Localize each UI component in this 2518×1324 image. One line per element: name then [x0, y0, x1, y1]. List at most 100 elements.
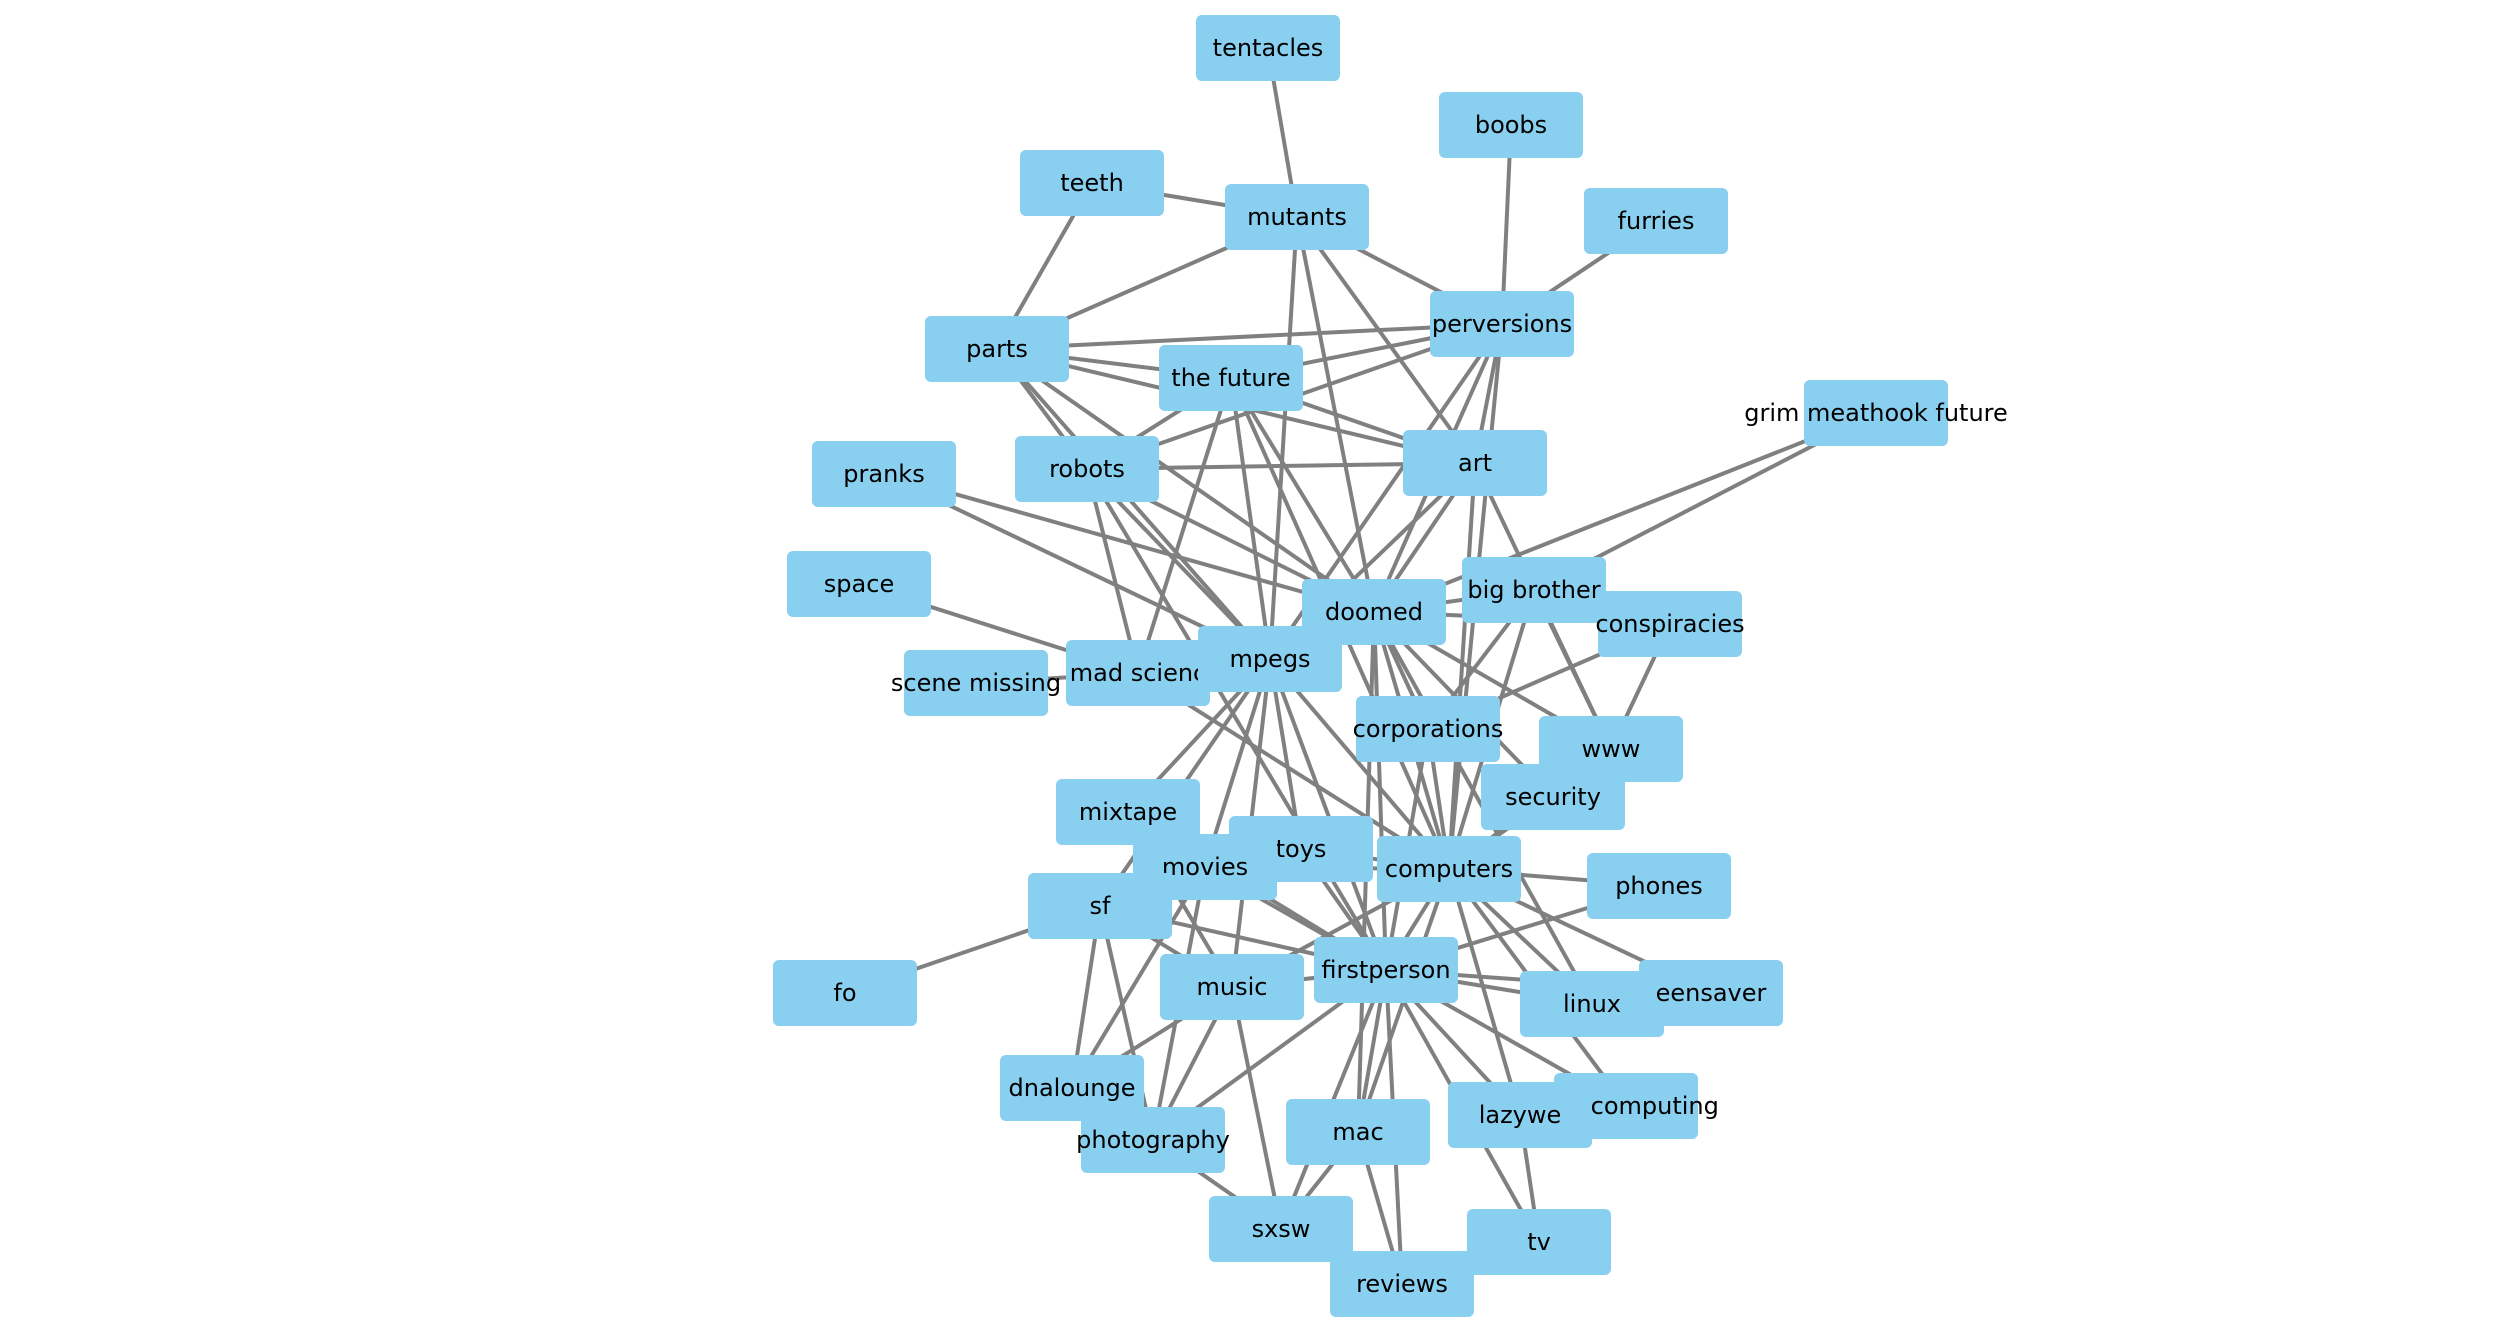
node-box-music [1160, 954, 1304, 1020]
node-fo: fo [773, 960, 917, 1026]
node-label-mutants: mutants [1247, 203, 1347, 231]
node-box-art [1403, 430, 1547, 496]
node-reviews: reviews [1330, 1251, 1474, 1317]
node-label-boobs: boobs [1475, 111, 1547, 139]
node-label-movies: movies [1162, 853, 1248, 881]
node-firstperson: firstperson [1314, 937, 1458, 1003]
node-box-perversions [1430, 291, 1574, 357]
node-box-mad-science [1066, 640, 1210, 706]
node-label-lazyweb: lazywe [1479, 1101, 1562, 1129]
node-box-firstperson [1314, 937, 1458, 1003]
node-label-phones: phones [1615, 872, 1703, 900]
edge-mutants-mpegs [1268, 216, 1299, 660]
node-box-photography [1081, 1107, 1225, 1173]
node-box-robots [1015, 436, 1159, 502]
node-box-security [1481, 764, 1625, 830]
node-box-tv [1467, 1209, 1611, 1275]
node-box-mixtape [1056, 779, 1200, 845]
node-pranks: pranks [812, 441, 956, 507]
node-screensaver: eensaver [1639, 960, 1783, 1026]
node-sf: sf [1028, 873, 1172, 939]
node-label-scene-missing: scene missing [891, 669, 1061, 697]
node-label-corporations: corporations [1353, 715, 1504, 743]
node-label-firstperson: firstperson [1321, 956, 1450, 984]
node-box-sf [1028, 873, 1172, 939]
node-label-reviews: reviews [1356, 1270, 1448, 1298]
edge-sf-photography [1098, 905, 1155, 1141]
node-label-teeth: teeth [1060, 169, 1124, 197]
node-perversions: perversions [1430, 291, 1574, 357]
node-label-art: art [1458, 449, 1492, 477]
node-label-www: www [1582, 735, 1641, 763]
node-label-mad-science: mad scienc [1070, 659, 1207, 687]
edge-pranks-doomed [883, 472, 1375, 614]
edge-parts-mpegs [995, 347, 1272, 661]
node-box-dnalounge [1000, 1055, 1144, 1121]
node-label-linux: linux [1563, 990, 1621, 1018]
node-parts: parts [925, 316, 1069, 382]
edge-parts-perversions [996, 322, 1503, 351]
node-label-furries: furries [1618, 207, 1695, 235]
node-dnalounge: dnalounge [1000, 1055, 1144, 1121]
node-phones: phones [1587, 853, 1731, 919]
node-mad-science: mad scienc [1066, 640, 1210, 706]
node-boobs: boobs [1439, 92, 1583, 158]
edge-robots-firstperson [1085, 467, 1388, 972]
node-sxsw: sxsw [1209, 1196, 1353, 1262]
node-label-doomed: doomed [1325, 598, 1423, 626]
node-box-mac [1286, 1099, 1430, 1165]
node-label-perversions: perversions [1432, 310, 1572, 338]
edge-mpegs-movies [1203, 658, 1272, 868]
node-grim-meathook-future: grim meathook future [1744, 380, 2008, 446]
node-mutants: mutants [1225, 184, 1369, 250]
edge-mpegs-computers [1268, 657, 1451, 871]
node-label-robots: robots [1049, 455, 1125, 483]
node-box-furries [1584, 188, 1728, 254]
node-the-future: the future [1159, 345, 1303, 411]
edge-the-future-mpegs [1229, 377, 1272, 660]
node-box-boobs [1439, 92, 1583, 158]
node-label-computers: computers [1385, 855, 1513, 883]
edge-mpegs-firstperson [1268, 658, 1388, 971]
node-box-conspiracies [1598, 591, 1742, 657]
node-box-corporations [1356, 696, 1500, 762]
node-label-conspiracies: conspiracies [1595, 610, 1744, 638]
node-box-mpegs [1198, 626, 1342, 692]
node-label-space: space [824, 570, 894, 598]
node-box-sxsw [1209, 1196, 1353, 1262]
node-mpegs: mpegs [1198, 626, 1342, 692]
node-box-grim-meathook-future [1804, 380, 1948, 446]
node-security: security [1481, 764, 1625, 830]
node-label-big-brother: big brother [1467, 576, 1600, 604]
node-label-music: music [1197, 973, 1268, 1001]
node-photography: photography [1076, 1107, 1230, 1173]
edge-art-computers [1447, 462, 1477, 870]
nodes-layer: tentacles boobs teeth mutants furries pervers… [773, 15, 2008, 1317]
node-box-the-future [1159, 345, 1303, 411]
edge-the-future-mad-science [1136, 377, 1233, 674]
edge-computers-lazyweb [1447, 868, 1522, 1116]
node-box-lazyweb [1448, 1082, 1592, 1148]
node-label-screensaver: eensaver [1656, 979, 1767, 1007]
node-box-space [787, 551, 931, 617]
node-box-tentacles [1196, 15, 1340, 81]
edge-the-future-doomed [1229, 376, 1376, 614]
node-box-screensaver [1639, 960, 1783, 1026]
node-label-security: security [1505, 783, 1601, 811]
node-box-computers [1377, 836, 1521, 902]
node-robots: robots [1015, 436, 1159, 502]
node-box-reviews [1330, 1251, 1474, 1317]
node-music: music [1160, 954, 1304, 1020]
edge-robots-mad-science [1085, 468, 1140, 674]
node-label-the-future: the future [1171, 364, 1290, 392]
node-label-sf: sf [1090, 892, 1112, 920]
node-corporations: corporations [1353, 696, 1504, 762]
node-label-dnalounge: dnalounge [1009, 1074, 1136, 1102]
edge-parts-doomed [995, 347, 1376, 614]
node-conspiracies: conspiracies [1595, 591, 1745, 657]
node-label-fo: fo [833, 979, 856, 1007]
node-label-tentacles: tentacles [1213, 34, 1324, 62]
node-computers: computers [1377, 836, 1521, 902]
node-label-mpegs: mpegs [1229, 645, 1310, 673]
